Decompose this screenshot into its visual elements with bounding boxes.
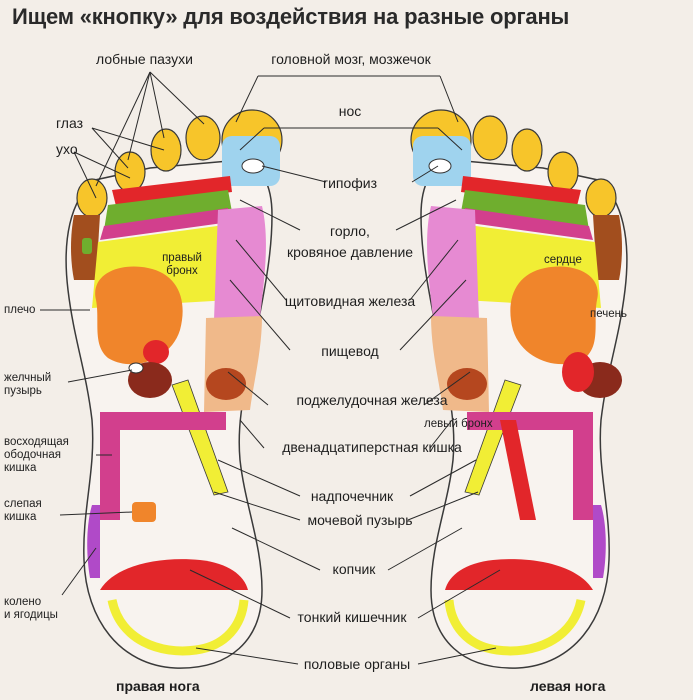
label-genitals: половые органы (303, 656, 411, 672)
label-left-bronchus: левый бронх (424, 418, 493, 430)
label-pancreas: поджелудочная железа (296, 392, 448, 408)
label-throat-line1: горло, (330, 223, 370, 239)
left-toe-3 (511, 128, 543, 172)
left-heel-arc (444, 598, 586, 656)
label-gallbladder-line1: желчный (4, 372, 52, 384)
right-colon (100, 412, 226, 520)
right-heel-red (100, 559, 248, 590)
left-green-band (461, 190, 589, 230)
label-ascending-colon-line3: кишка (4, 462, 37, 474)
label-cecum-line2: кишка (4, 511, 37, 523)
right-orange-liver (95, 266, 183, 365)
right-magenta-band (100, 208, 230, 240)
left-brown-strip (593, 215, 622, 280)
label-small-intestine: тонкий кишечник (297, 609, 407, 625)
page-title: Ищем «кнопку» для воздействия на разные … (12, 4, 570, 29)
right-foot (65, 109, 283, 669)
left-guide-lines (40, 71, 205, 596)
left-toe-base-band (461, 176, 581, 206)
label-knee-line2: и ягодицы (4, 609, 58, 621)
label-nose: нос (338, 103, 362, 119)
left-pink-column (427, 206, 479, 320)
left-yellow-ureter (464, 379, 522, 496)
label-shoulder: плечо (4, 304, 36, 316)
label-adrenal: надпочечник (310, 488, 394, 504)
label-frontal-sinuses: лобные пазухи (96, 51, 193, 67)
pituitary-left (428, 158, 452, 174)
right-gallbladder (143, 340, 169, 364)
right-heel-arc (107, 598, 249, 656)
left-magenta-band (463, 208, 593, 240)
left-toe-4 (547, 151, 579, 193)
label-esophagus: пищевод (321, 343, 379, 359)
label-bladder: мочевой пузырь (307, 512, 413, 528)
pituitary-right (241, 158, 265, 174)
label-knee-line1: колено (4, 596, 42, 608)
right-toe-5 (76, 178, 108, 218)
right-foot-title: правая нога (116, 678, 200, 694)
center-guide-lines (189, 75, 501, 665)
right-pancreas-red (206, 368, 246, 400)
label-ascending-colon-line2: ободочная (4, 449, 61, 461)
label-right-bronchus-line1: правый (162, 252, 202, 264)
label-pituitary: гипофиз (322, 175, 378, 191)
right-toe-2 (185, 115, 221, 161)
label-duodenum: двенадцатиперстная кишка (282, 439, 462, 455)
label-cecum-line1: слепая (4, 498, 42, 510)
label-throat-line2: кровяное давление (286, 244, 414, 260)
right-knee-strip (87, 505, 100, 578)
right-green-band (104, 190, 232, 230)
label-heart: сердце (544, 254, 582, 266)
right-green-dot (82, 238, 92, 254)
right-cecum (132, 502, 156, 522)
left-spleen-red (562, 352, 594, 392)
label-thyroid: щитовидная железа (284, 293, 416, 309)
label-right-bronchus-line2: бронх (166, 265, 198, 277)
left-toe-2 (472, 115, 508, 161)
left-heel-red (445, 559, 593, 590)
left-toe-5 (585, 178, 617, 218)
left-colon (467, 412, 593, 520)
right-pink-column (214, 206, 266, 320)
left-colon-branch (500, 420, 536, 520)
label-gallbladder-line2: пузырь (4, 385, 42, 397)
right-toe-3 (150, 128, 182, 172)
right-yellow-ureter (171, 379, 229, 496)
label-ear: ухо (56, 141, 78, 157)
left-pancreas-red (447, 368, 487, 400)
label-liver: печень (590, 308, 627, 320)
left-knee-strip (593, 505, 606, 578)
label-ascending-colon-line1: восходящая (4, 436, 69, 448)
label-brain: головной мозг, мозжечок (271, 51, 431, 67)
left-foot-title: левая нога (530, 678, 606, 694)
left-orange-heart-liver (510, 266, 598, 365)
label-coccyx: копчик (332, 561, 376, 577)
right-gallbladder-white (128, 362, 144, 374)
left-foot (410, 109, 628, 669)
label-eye: глаз (56, 115, 84, 131)
right-toe-base-band (112, 176, 232, 206)
